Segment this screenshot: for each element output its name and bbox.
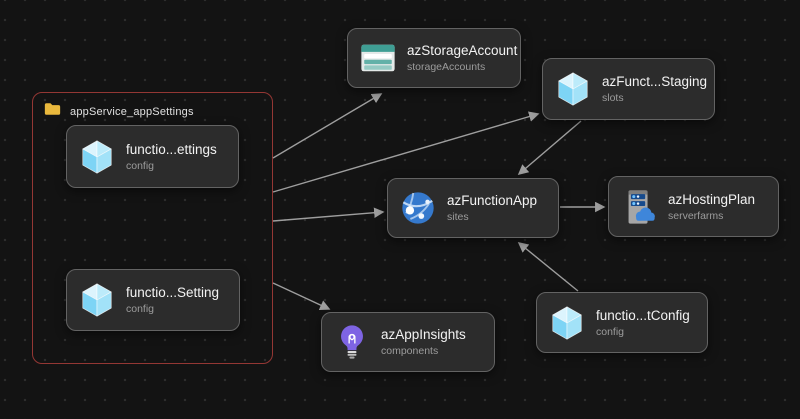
node-title: azStorageAccount [407, 43, 518, 58]
node-title: azAppInsights [381, 327, 466, 342]
edge-appService_appSettings-to-azFunctionApp[interactable] [272, 207, 385, 222]
node-title: azFunctionApp [447, 193, 538, 208]
node-azStorageAccount[interactable]: azStorageAccount storageAccounts [347, 28, 521, 88]
folder-icon [44, 102, 61, 121]
node-subtitle: storageAccounts [407, 61, 486, 73]
group-header: appService_appSettings [33, 93, 272, 130]
node-subtitle: components [381, 345, 439, 357]
node-functioSetting[interactable]: functio...Setting config [66, 269, 240, 331]
resource-cube-icon [82, 140, 112, 173]
node-title: functio...Setting [126, 285, 220, 300]
group-appService-appSettings[interactable]: appService_appSettings [32, 92, 273, 364]
resource-cube-icon [558, 72, 588, 106]
lightbulb-icon [341, 325, 363, 359]
node-title: functio...ettings [126, 141, 217, 157]
node-functioEttings[interactable]: functio...ettings config [66, 125, 239, 188]
node-title: azFunct...Staging [602, 74, 708, 89]
edge-appService_appSettings-to-azStorageAccount[interactable] [272, 93, 383, 159]
node-subtitle: config [596, 325, 625, 338]
resource-cube-icon [552, 306, 582, 339]
edge-appService_appSettings-to-azFunctStaging[interactable] [272, 111, 540, 193]
node-subtitle: serverfarms [668, 209, 724, 222]
node-subtitle: sites [447, 211, 469, 223]
app-service-globe-icon [402, 192, 434, 224]
node-azFunctStaging[interactable]: azFunct...Staging slots [542, 58, 715, 120]
server-farm-icon [628, 189, 655, 224]
node-azFunctionApp[interactable]: azFunctionApp sites [387, 178, 559, 238]
node-subtitle: config [126, 159, 155, 172]
node-azHostingPlan[interactable]: azHostingPlan serverfarms [608, 176, 779, 237]
resource-cube-icon [82, 283, 112, 317]
storage-account-icon [361, 44, 395, 72]
edge-azFunctStaging-to-azFunctionApp[interactable] [517, 120, 582, 176]
node-subtitle: config [126, 303, 155, 315]
edge-appService_appSettings-to-azAppInsights[interactable] [272, 282, 331, 311]
group-label: appService_appSettings [70, 105, 194, 118]
node-title: functio...tConfig [596, 307, 690, 323]
node-functioTConfig[interactable]: functio...tConfig config [536, 292, 708, 353]
node-title: azHostingPlan [668, 191, 756, 207]
node-subtitle: slots [602, 92, 624, 104]
node-azAppInsights[interactable]: azAppInsights components [321, 312, 495, 372]
edge-functioTConfig-to-azFunctionApp[interactable] [517, 242, 579, 292]
